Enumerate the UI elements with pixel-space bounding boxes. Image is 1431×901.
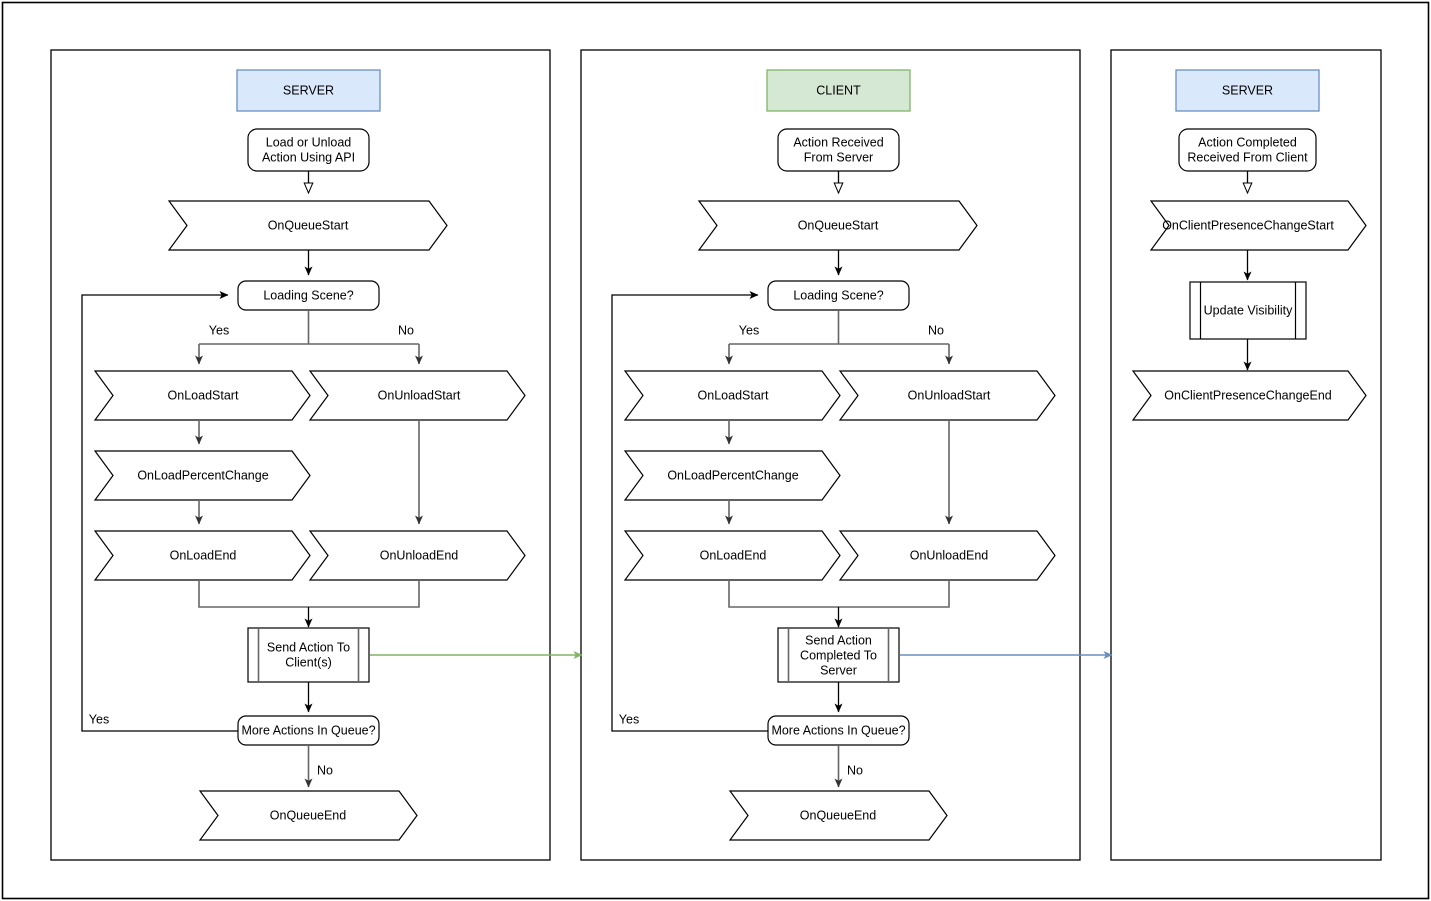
connector-loading-split [199, 310, 419, 345]
node-onloadpercentchange-label: OnLoadPercentChange [137, 468, 268, 482]
connector-loopback-yes-server-left [81, 291, 238, 732]
edge-label-no-queue-client: No [847, 763, 863, 777]
node-onloadpercentchange-client: OnLoadPercentChange [623, 450, 841, 501]
node-onqueuestart-client: OnQueueStart [697, 200, 978, 251]
connector-loopback-yes-client [611, 291, 768, 732]
node-send-completed-line1: Send Action [805, 633, 872, 647]
node-loading-scene-client-label: Loading Scene? [793, 288, 883, 302]
panel-frame-server-right [1110, 49, 1382, 861]
node-onloadstart-label: OnLoadStart [168, 388, 239, 402]
edge-label-no-loading-client: No [928, 323, 944, 337]
node-onqueuestart-label: OnQueueStart [268, 218, 349, 232]
node-entry-client-line1: Action Received [793, 135, 883, 149]
node-presence-end-label: OnClientPresenceChangeEnd [1164, 388, 1332, 402]
edge-label-yes-loading-client: Yes [739, 323, 759, 337]
connector-loading-split-client [729, 310, 949, 345]
connector-merge-ends [198, 580, 420, 608]
node-onunloadend-client: OnUnloadEnd [838, 530, 1056, 581]
node-onqueueend-server-left: OnQueueEnd [198, 790, 418, 841]
node-onunloadstart-server-left: OnUnloadStart [308, 370, 526, 421]
panel-header-server-left: SERVER [236, 69, 381, 112]
node-entry-client-line2: From Server [804, 150, 873, 164]
node-entry-right-line1: Action Completed [1198, 135, 1297, 149]
node-onloadstart-client-label: OnLoadStart [698, 388, 769, 402]
node-onunloadend-label: OnUnloadEnd [380, 548, 459, 562]
node-onloadpercentchange-server-left: OnLoadPercentChange [93, 450, 311, 501]
node-onloadpercentchange-client-label: OnLoadPercentChange [667, 468, 798, 482]
node-send-completed-line3: Server [820, 663, 857, 677]
edge-label-yes-loading: Yes [209, 323, 229, 337]
node-more-actions-label: More Actions In Queue? [241, 723, 375, 737]
node-onqueuestart-client-label: OnQueueStart [798, 218, 879, 232]
node-onloadstart-server-left: OnLoadStart [93, 370, 311, 421]
node-entry-action-received: Action Received From Server [777, 128, 900, 172]
node-loading-scene-label: Loading Scene? [263, 288, 353, 302]
node-more-actions-server-left: More Actions In Queue? [237, 715, 380, 746]
edge-label-no-queue-server-left: No [317, 763, 333, 777]
node-onclientpresencechangestart: OnClientPresenceChangeStart [1149, 200, 1367, 251]
node-entry-line2: Action Using API [262, 150, 355, 164]
panel-frame-server-left [50, 49, 551, 861]
node-more-actions-client: More Actions In Queue? [767, 715, 910, 746]
node-onloadend-server-left: OnLoadEnd [93, 530, 311, 581]
node-send-action-line2: Client(s) [285, 655, 332, 669]
node-update-visibility: Update Visibility [1189, 281, 1307, 340]
node-onclientpresencechangeend: OnClientPresenceChangeEnd [1131, 370, 1367, 421]
node-onqueueend-label: OnQueueEnd [270, 808, 346, 822]
node-onunloadend-server-left: OnUnloadEnd [308, 530, 526, 581]
edge-label-loop-yes-client: Yes [619, 712, 639, 726]
edge-label-loop-yes-server-left: Yes [89, 712, 109, 726]
connector-merge-ends-client [728, 580, 950, 608]
node-loading-scene-server-left: Loading Scene? [237, 280, 380, 311]
node-entry-action-completed: Action Completed Received From Client [1178, 128, 1317, 172]
node-onloadstart-client: OnLoadStart [623, 370, 841, 421]
node-onloadend-client: OnLoadEnd [623, 530, 841, 581]
node-loading-scene-client: Loading Scene? [767, 280, 910, 311]
panel-header-label-server-right: SERVER [1222, 83, 1273, 97]
edge-label-no-loading: No [398, 323, 414, 337]
panel-header-label: SERVER [283, 83, 334, 97]
node-onloadend-client-label: OnLoadEnd [700, 548, 767, 562]
node-send-completed-line2: Completed To [800, 648, 877, 662]
panel-frame-client [580, 49, 1081, 861]
node-onunloadstart-client-label: OnUnloadStart [908, 388, 991, 402]
node-onunloadstart-label: OnUnloadStart [378, 388, 461, 402]
node-onqueueend-client-label: OnQueueEnd [800, 808, 876, 822]
node-entry-load-unload: Load or Unload Action Using API [247, 128, 370, 172]
node-onqueueend-client: OnQueueEnd [728, 790, 948, 841]
node-onqueuestart-server-left: OnQueueStart [167, 200, 448, 251]
node-entry-line1: Load or Unload [266, 135, 352, 149]
node-update-visibility-label: Update Visibility [1204, 303, 1293, 317]
node-onunloadstart-client: OnUnloadStart [838, 370, 1056, 421]
panel-header-server-right: SERVER [1175, 69, 1320, 112]
node-entry-right-line2: Received From Client [1187, 150, 1308, 164]
node-onunloadend-client-label: OnUnloadEnd [910, 548, 989, 562]
node-send-action-to-clients: Send Action To Client(s) [247, 627, 370, 683]
panel-header-label-client: CLIENT [816, 83, 861, 97]
node-presence-start-label: OnClientPresenceChangeStart [1162, 218, 1334, 232]
node-more-actions-client-label: More Actions In Queue? [771, 723, 905, 737]
node-onloadend-label: OnLoadEnd [170, 548, 237, 562]
node-send-action-line1: Send Action To [267, 640, 350, 654]
node-send-action-completed-to-server: Send Action Completed To Server [777, 627, 900, 683]
panel-header-client: CLIENT [766, 69, 911, 112]
